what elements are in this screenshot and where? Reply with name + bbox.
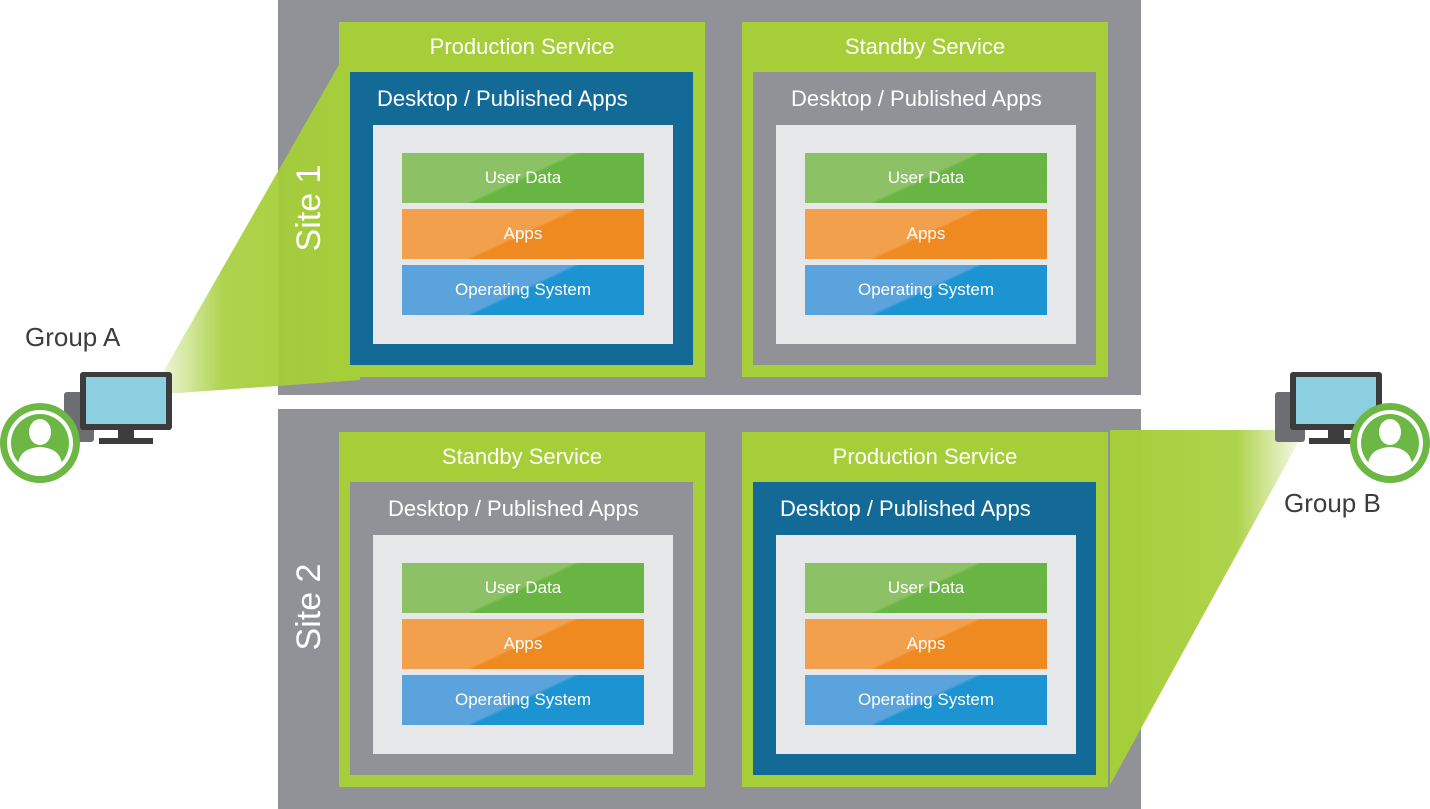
apps-layer: Apps: [805, 619, 1047, 669]
service-title: Production Service: [832, 444, 1018, 469]
desktop-title: Desktop / Published Apps: [780, 496, 1031, 521]
site-2-label: Site 2: [290, 563, 328, 651]
operating-system-layer: Operating System: [805, 265, 1047, 315]
operating-system-layer: Operating System: [805, 675, 1047, 725]
group-b-label: Group B: [1284, 488, 1381, 518]
service-title: Production Service: [429, 34, 615, 59]
user-avatar-icon: [0, 403, 80, 483]
site-1-label: Site 1: [290, 164, 328, 252]
user-data-layer: User Data: [402, 563, 644, 613]
desktop-published-apps: Desktop / Published Apps User Data Apps …: [350, 482, 693, 775]
user-data-layer: User Data: [805, 563, 1047, 613]
layer-stack: User Data Apps Operating System: [776, 125, 1076, 344]
group-a-label: Group A: [25, 322, 121, 352]
desktop-published-apps: Desktop / Published Apps User Data Apps …: [753, 72, 1096, 365]
user-avatar-icon: [1350, 403, 1430, 483]
desktop-published-apps: Desktop / Published Apps User Data Apps …: [350, 72, 693, 365]
site-2-production-service: Production Service Desktop / Published A…: [742, 432, 1108, 787]
apps-layer: Apps: [402, 619, 644, 669]
site-1-production-service: Production Service Desktop / Published A…: [339, 22, 705, 377]
layer-stack: User Data Apps Operating System: [373, 125, 673, 344]
monitor-icon: [64, 372, 172, 444]
desktop-title: Desktop / Published Apps: [791, 86, 1042, 111]
apps-layer: Apps: [402, 209, 644, 259]
user-data-layer: User Data: [805, 153, 1047, 203]
monitor-icon: [1275, 372, 1382, 444]
site-2-standby-service: Standby Service Desktop / Published Apps…: [339, 432, 705, 787]
apps-layer: Apps: [805, 209, 1047, 259]
desktop-title: Desktop / Published Apps: [388, 496, 639, 521]
operating-system-layer: Operating System: [402, 675, 644, 725]
service-title: Standby Service: [844, 34, 1006, 59]
group-b-workstation-icon: [1275, 372, 1430, 483]
service-title: Standby Service: [441, 444, 603, 469]
desktop-title: Desktop / Published Apps: [377, 86, 628, 111]
operating-system-layer: Operating System: [402, 265, 644, 315]
layer-stack: User Data Apps Operating System: [776, 535, 1076, 754]
user-data-layer: User Data: [402, 153, 644, 203]
layer-stack: User Data Apps Operating System: [373, 535, 673, 754]
desktop-published-apps: Desktop / Published Apps User Data Apps …: [753, 482, 1096, 775]
site-1-standby-service: Standby Service Desktop / Published Apps…: [742, 22, 1108, 377]
group-a-workstation-icon: [0, 372, 172, 483]
